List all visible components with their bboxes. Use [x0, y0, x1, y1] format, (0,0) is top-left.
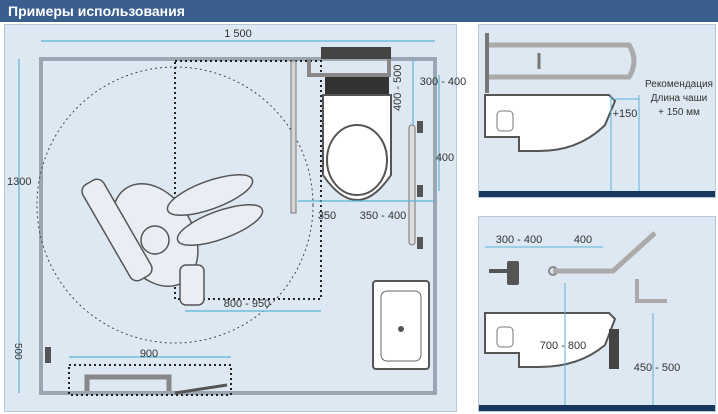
wheelchair-user-icon — [81, 174, 264, 306]
angled-grab-bar-icon — [553, 231, 657, 274]
dim-300-400: 300 - 400 — [496, 234, 542, 246]
dim-900: 900 — [140, 348, 158, 360]
sink-drain — [398, 326, 404, 332]
dim-height: 1300 — [7, 176, 31, 188]
floor-plan-panel: 1 500 1300 350 350 - 400 800 - 950 900 5… — [4, 24, 466, 412]
flush-button — [496, 110, 514, 132]
dim-500-left: 500 — [12, 343, 23, 360]
bar-mount — [417, 121, 423, 133]
side-view-panel: +150 Рекомендация Длина чаши + 150 мм — [478, 24, 716, 198]
toilet-seat-back — [325, 77, 389, 95]
transfer-zone — [174, 60, 322, 300]
toilet-front-icon — [484, 312, 617, 368]
wall-mount-plate — [485, 33, 489, 93]
door-leaf — [174, 383, 228, 395]
header-bar: Примеры использования — [0, 0, 718, 22]
grab-bar-bottom — [84, 374, 172, 391]
bottom-bar-zone — [68, 364, 232, 396]
folding-grab-bar-icon — [489, 42, 637, 80]
bar-mount — [417, 237, 423, 249]
sink-icon — [372, 280, 430, 370]
toilet-roll-holder-icon — [635, 279, 667, 303]
dim-350-400: 350 - 400 — [360, 210, 406, 222]
dim-400-right: 400 — [436, 152, 454, 164]
note-line-3: + 150 мм — [658, 107, 700, 118]
front-view-panel: 300 - 400 400 700 - 800 450 - 500 — [478, 216, 716, 412]
room-wall — [39, 57, 437, 395]
dimension-lines — [18, 40, 440, 393]
panel-bottom-bar — [479, 191, 715, 197]
side-view-drawing: +150 Рекомендация Длина чаши + 150 мм — [484, 33, 713, 195]
dim-400: 400 — [574, 234, 592, 246]
note-line-1: Рекомендация — [645, 79, 713, 90]
panel-bottom-bar — [479, 405, 715, 411]
page-title: Примеры использования — [8, 3, 185, 19]
flush-button — [496, 326, 514, 348]
paper-holder-arm — [489, 269, 511, 273]
floor-plan-drawing: 1 500 1300 350 350 - 400 800 - 950 900 5… — [7, 28, 466, 396]
note-line-2: Длина чаши — [651, 93, 707, 104]
front-view-drawing: 300 - 400 400 700 - 800 450 - 500 — [484, 231, 680, 411]
bar-mount — [417, 185, 423, 197]
grab-bar-vertical — [290, 60, 297, 214]
tank-icon — [321, 47, 391, 59]
dim-350: 350 — [318, 210, 336, 222]
dim-800-950: 800 - 950 — [224, 298, 270, 310]
toilet-side-icon — [484, 94, 617, 152]
dim-400-500: 400 - 500 — [392, 65, 404, 111]
toilet-seat — [326, 124, 388, 196]
dim-450-500: 450 - 500 — [634, 362, 680, 374]
brush-holder-icon — [609, 329, 619, 369]
folding-grab-bar — [307, 59, 391, 77]
dim-300-400: 300 - 400 — [420, 76, 466, 88]
grab-bar-right — [408, 124, 416, 246]
dim-150: +150 — [613, 108, 638, 120]
dim-700-800: 700 - 800 — [540, 340, 586, 352]
paper-holder-icon — [507, 261, 519, 285]
dim-width: 1 500 — [224, 28, 252, 40]
wall-fixture — [45, 347, 51, 363]
sink-basin — [380, 290, 422, 362]
